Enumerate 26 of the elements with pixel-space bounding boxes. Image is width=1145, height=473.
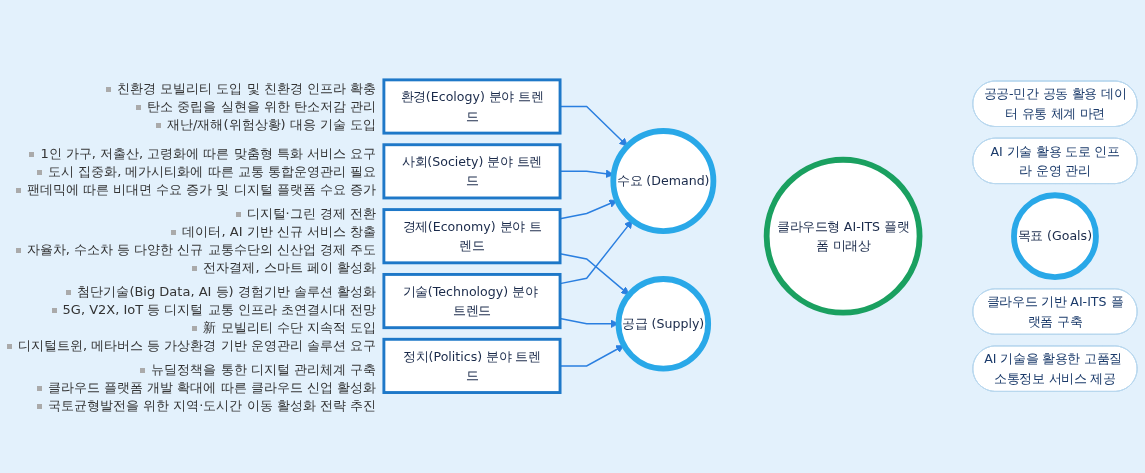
node-box: 사회(Society) 분야 트렌드	[382, 143, 562, 200]
node-box: 정치(Politics) 분야 트렌드	[382, 338, 562, 395]
bullet-text: 자율차, 수소차 등 다양한 신규 교통수단의 신산업 경제 주도	[26, 241, 376, 257]
bullet-text: 친환경 모빌리티 도입 및 친환경 인프라 확충	[117, 80, 376, 96]
node-box: 환경(Ecology) 분야 트렌드	[382, 78, 562, 135]
node-circle: 목표 (Goals)	[1011, 192, 1099, 281]
bullet-text: 팬데믹에 따른 비대면 수요 증가 및 디지털 플랫폼 수요 증가	[26, 181, 376, 197]
bullet-text: 디지털트윈, 메타버스 등 가상환경 기반 운영관리 솔루션 요구	[17, 337, 376, 353]
bullet-text: 첨단기술(Big Data, AI 등) 경험기반 솔루션 활성화	[77, 283, 376, 299]
node-box: 경제(Economy) 분야 트렌드	[382, 208, 562, 265]
node-circle: 수요 (Demand)	[610, 128, 717, 235]
bullet-text: 데이터, AI 기반 신규 서비스 창출	[182, 223, 376, 239]
bullet-text: 新 모빌리티 수단 지속적 도입	[203, 319, 376, 335]
bullet-text: 5G, V2X, IoT 등 디지털 교통 인프라 초연결시대 전망	[62, 301, 376, 317]
node-circle: 클라우드형 AI-ITS 플랫폼 미래상	[763, 157, 923, 316]
bullet-text: 재난/재해(위험상황) 대응 기술 도입	[167, 116, 376, 132]
bullet-text: 디지털·그린 경제 전환	[246, 205, 376, 221]
node-circle: 공급 (Supply)	[615, 276, 712, 372]
bullet-text: 1인 가구, 저출산, 고령화에 따른 맞춤형 특화 서비스 요구	[40, 145, 376, 161]
bullet-text: 국토균형발전을 위한 지역·도시간 이동 활성화 전략 추진	[48, 397, 376, 413]
node-box: 기술(Technology) 분야 트렌드	[382, 273, 562, 330]
bullet-text: 클라우드 플랫폼 개발 확대에 따른 클라우드 신업 활성화	[48, 379, 376, 395]
bullet-text: 전자결제, 스마트 페이 활성화	[203, 259, 376, 275]
bullet-text: 도시 집중화, 메가시티화에 따른 교통 통합운영관리 필요	[48, 163, 376, 179]
bullet-text: 뉴딜정책을 통한 디지털 관리체계 구축	[151, 361, 376, 377]
bullet-text: 탄소 중립을 실현을 위한 탄소저감 관리	[147, 98, 376, 114]
